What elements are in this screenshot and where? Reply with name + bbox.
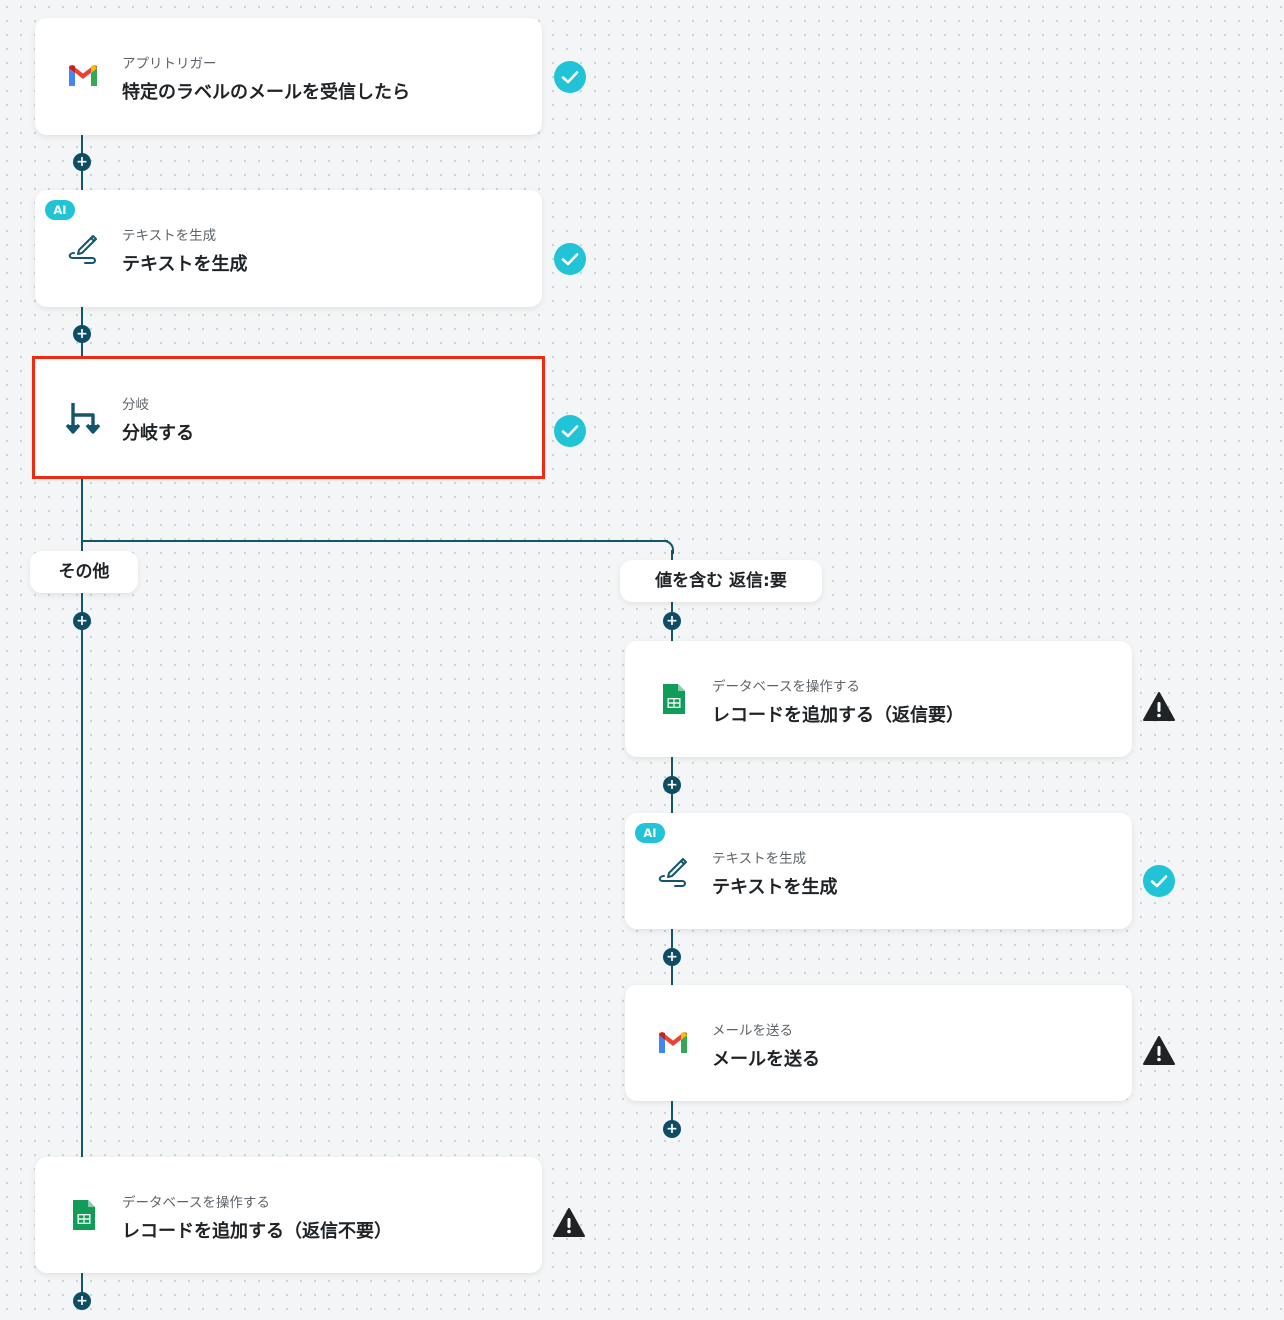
add-step-button[interactable]: +	[73, 1292, 91, 1310]
branch-icon	[65, 399, 101, 435]
step-title: レコードを追加する（返信要）	[712, 705, 964, 726]
branch-corner	[660, 540, 674, 554]
warning-icon	[1142, 1034, 1176, 1068]
step-title: メールを送る	[712, 1049, 820, 1070]
check-icon	[553, 60, 587, 94]
gmail-icon	[655, 1025, 691, 1061]
connector-line	[81, 1273, 83, 1301]
ai-badge: AI	[45, 200, 75, 220]
add-step-button[interactable]: +	[663, 612, 681, 630]
pen-icon	[655, 853, 691, 889]
step-card-add-record-reply[interactable]: データベースを操作する レコードを追加する（返信要）	[625, 641, 1132, 757]
step-card-add-record-no-reply[interactable]: データベースを操作する レコードを追加する（返信不要）	[35, 1157, 542, 1273]
add-step-button[interactable]: +	[73, 325, 91, 343]
step-type-label: テキストを生成	[712, 851, 807, 867]
step-type-label: テキストを生成	[122, 228, 217, 244]
gmail-icon	[65, 58, 101, 94]
ai-badge: AI	[635, 823, 665, 843]
step-card-generate-text[interactable]: AI テキストを生成 テキストを生成	[35, 190, 542, 307]
check-icon	[553, 242, 587, 276]
check-icon	[553, 414, 587, 448]
warning-icon	[1142, 690, 1176, 724]
step-title: レコードを追加する（返信不要）	[122, 1221, 392, 1242]
pen-icon	[65, 230, 101, 266]
sheets-icon	[655, 681, 691, 717]
branch-label-condition[interactable]: 値を含む 返信:要	[620, 560, 822, 602]
step-card-send-mail[interactable]: メールを送る メールを送る	[625, 985, 1132, 1101]
step-title: 分岐する	[122, 423, 194, 444]
sheets-icon	[65, 1197, 101, 1233]
step-type-label: データベースを操作する	[712, 679, 860, 695]
add-step-button[interactable]: +	[663, 1120, 681, 1138]
step-title: テキストを生成	[712, 877, 838, 898]
step-card-generate-text[interactable]: AI テキストを生成 テキストを生成	[625, 813, 1132, 929]
connector-line	[671, 1101, 673, 1129]
step-type-label: 分岐	[122, 397, 149, 413]
step-card-trigger[interactable]: アプリトリガー 特定のラベルのメールを受信したら	[35, 18, 542, 135]
step-type-label: アプリトリガー	[122, 56, 217, 72]
branch-connector-line	[81, 540, 668, 542]
step-title: テキストを生成	[122, 254, 248, 275]
warning-icon	[552, 1206, 586, 1240]
add-step-button[interactable]: +	[73, 612, 91, 630]
add-step-button[interactable]: +	[663, 948, 681, 966]
step-type-label: メールを送る	[712, 1023, 793, 1039]
check-icon	[1142, 864, 1176, 898]
step-type-label: データベースを操作する	[122, 1195, 270, 1211]
branch-label-other[interactable]: その他	[30, 551, 138, 593]
step-title: 特定のラベルのメールを受信したら	[122, 82, 410, 103]
add-step-button[interactable]: +	[73, 153, 91, 171]
add-step-button[interactable]: +	[663, 776, 681, 794]
connector-line	[81, 477, 83, 1157]
step-card-branch[interactable]: 分岐 分岐する	[32, 356, 545, 479]
